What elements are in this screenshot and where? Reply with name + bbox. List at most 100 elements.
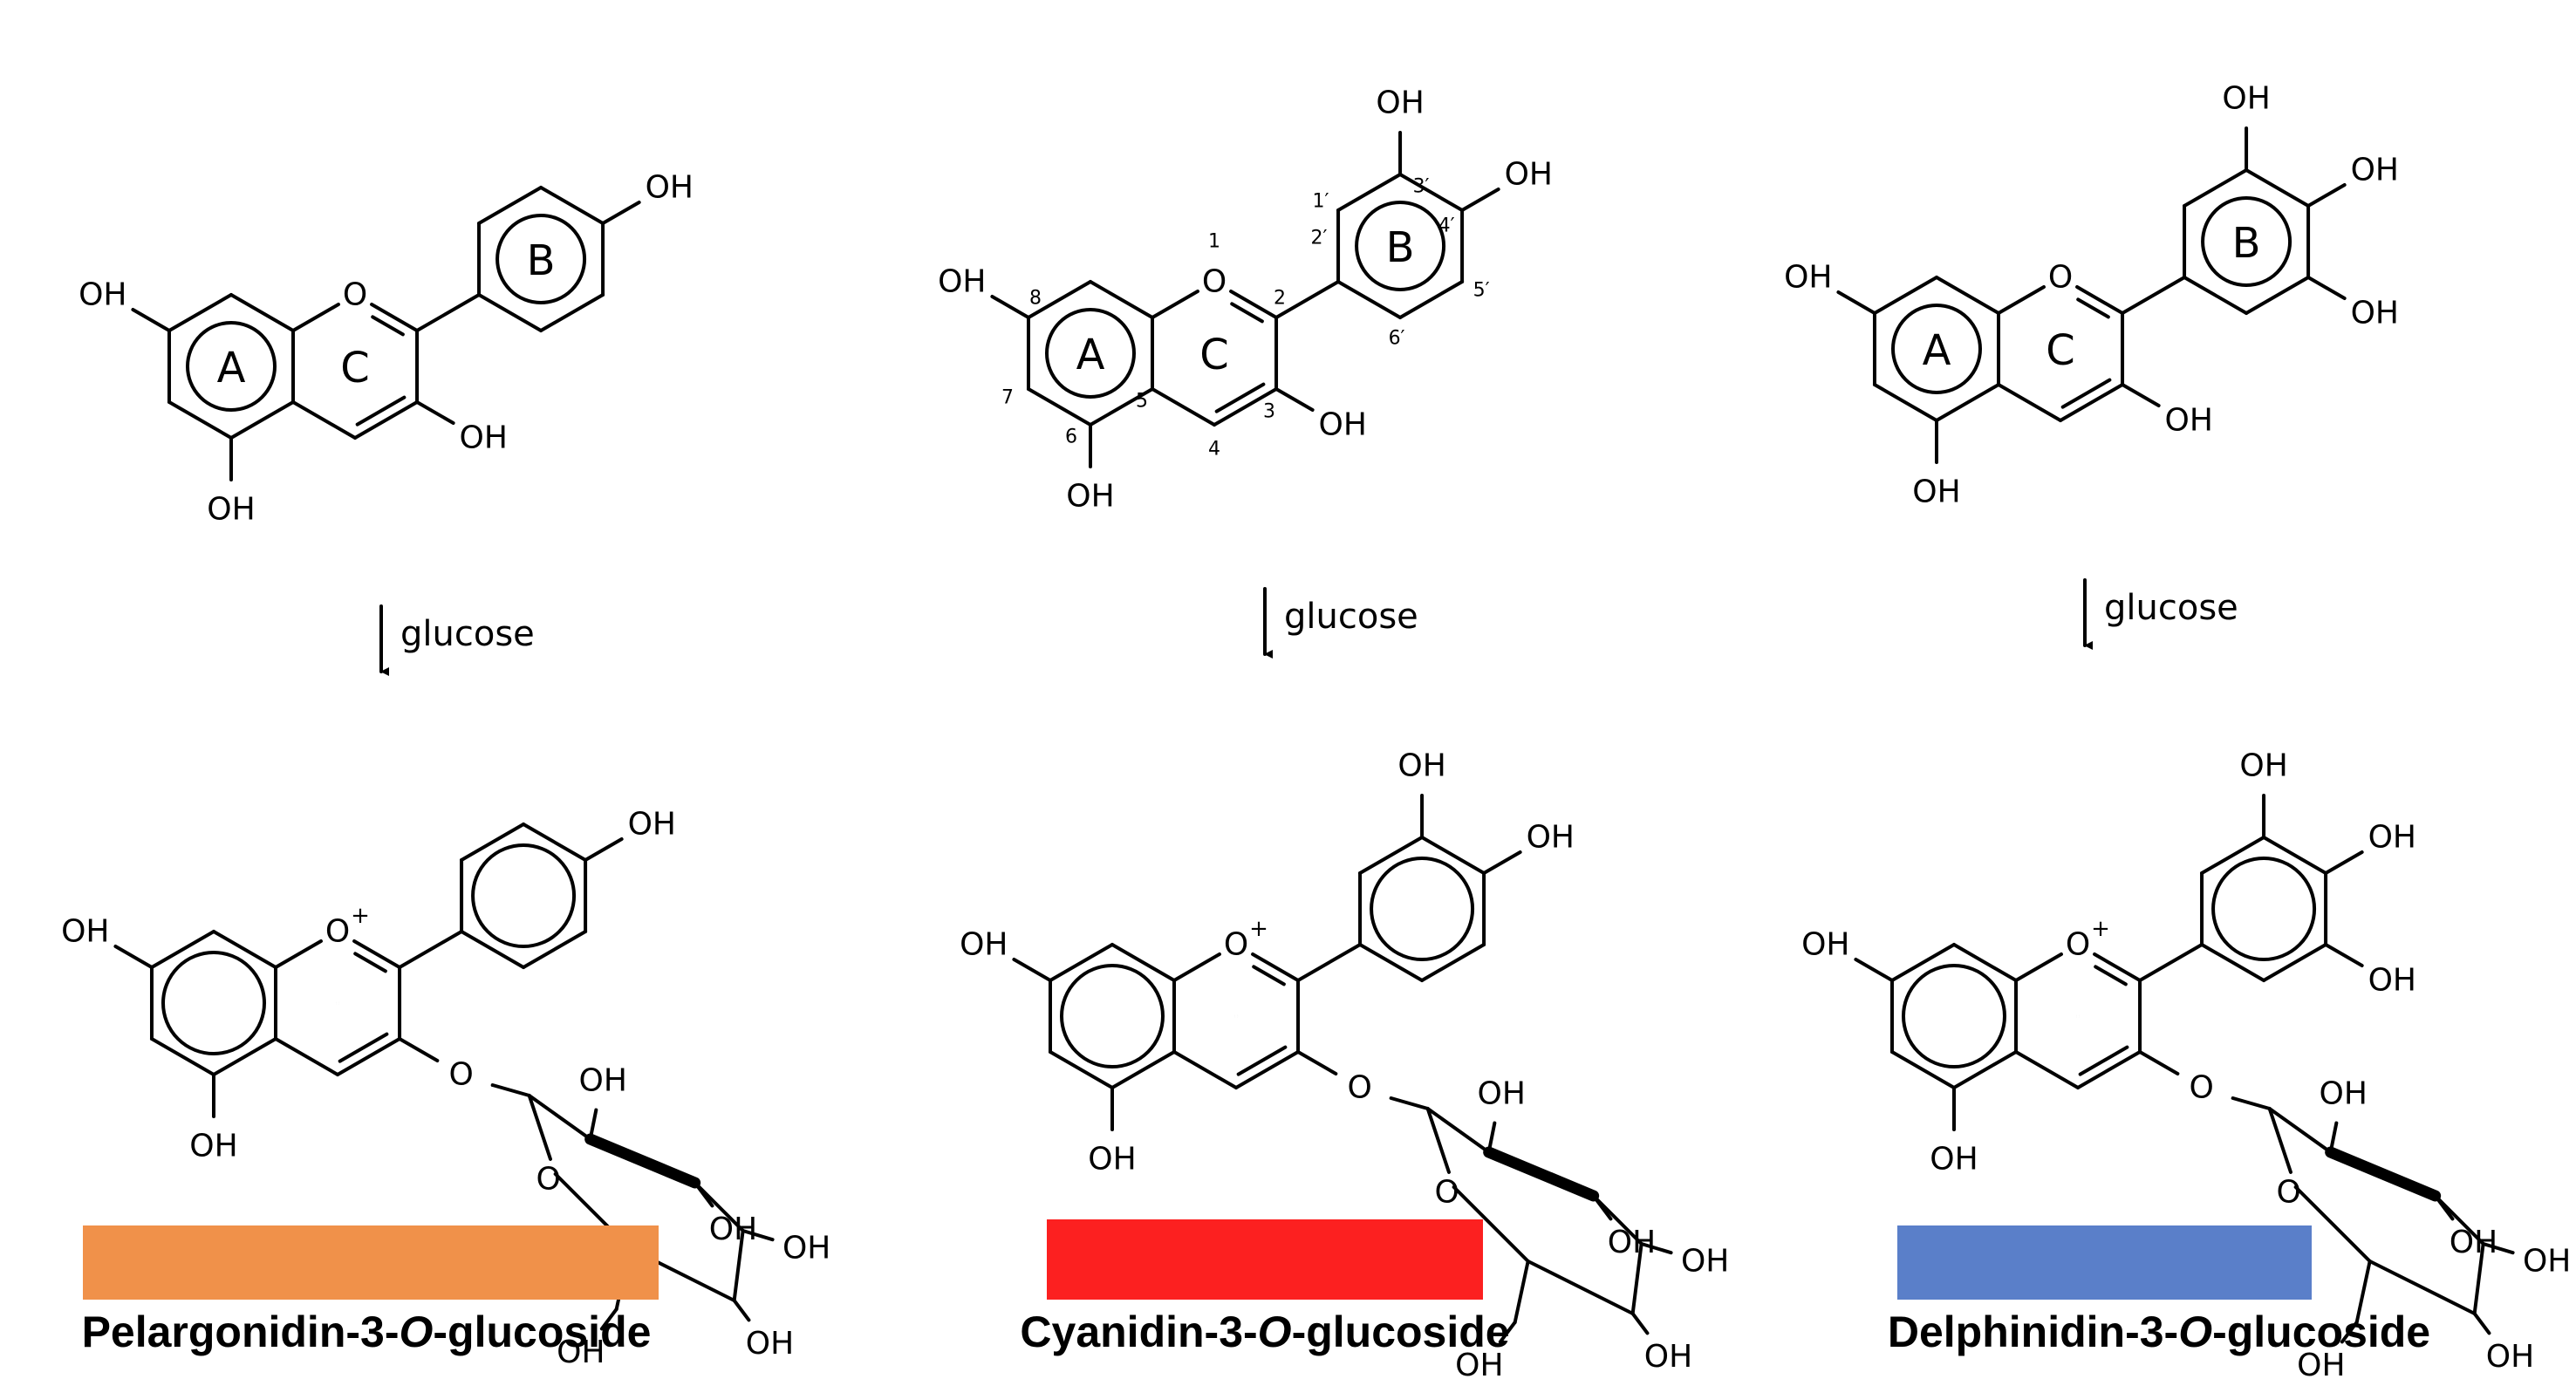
- hydroxyl-4p-bond: [601, 201, 641, 225]
- ring-a-bond: [167, 293, 233, 332]
- ring-b-bond: [539, 293, 605, 332]
- ring-c-bond: [2014, 952, 2063, 982]
- sugar-hydroxyl-3-bond: [2433, 1194, 2455, 1221]
- ring-c-bond: [1151, 290, 1199, 319]
- ring-a-bond: [1952, 943, 2019, 982]
- label-cyanidin-italic: O: [1257, 1307, 1292, 1356]
- sugar-bond: [1526, 1260, 1635, 1315]
- ring-a-bond: [1110, 943, 1177, 982]
- sugar-hydroxyl-2-bond: [2328, 1121, 2339, 1154]
- num-6p: 6′: [1389, 328, 1405, 350]
- ring-c-bond: [2059, 383, 2125, 422]
- ring-b-bond: [1420, 836, 1486, 875]
- num-7: 7: [1001, 387, 1014, 409]
- aromatic-circle-b: [2211, 857, 2317, 961]
- hydroxyl-5: OH: [1088, 1142, 1136, 1178]
- sugar-hydroxyl-3: OH: [1608, 1225, 1656, 1260]
- ring-oxygen: O: [1202, 264, 1227, 300]
- hydroxyl-4p-bond: [2324, 850, 2364, 875]
- ring-c-bond: [2075, 285, 2125, 315]
- hydroxyl-4p: OH: [628, 807, 676, 843]
- ring-c-double-bond: [2078, 1045, 2129, 1076]
- ring-a-bond: [1872, 383, 1938, 422]
- ring-c-double-bond: [355, 395, 407, 427]
- hydroxyl-5: OH: [207, 492, 255, 528]
- hydroxyl-3: OH: [1319, 407, 1367, 443]
- sugar-hydroxyl-4: OH: [782, 1231, 830, 1266]
- hydroxyl-5: OH: [189, 1129, 237, 1164]
- ring-c-bond: [291, 400, 358, 440]
- ring-oxygen: O: [2048, 260, 2073, 296]
- sugar-hydroxyl-4b: OH: [2486, 1339, 2534, 1375]
- num-1p: 1′: [1313, 191, 1329, 213]
- ring-a-circle: [186, 321, 277, 412]
- sugar-hydroxyl-4: OH: [2523, 1244, 2571, 1280]
- label-cyanidin-before: Cyanidin-3-: [1020, 1307, 1258, 1356]
- ring-b-bond: [2245, 168, 2311, 208]
- c2-b-link: [2121, 276, 2187, 315]
- sugar-hydroxyl-3: OH: [2450, 1225, 2497, 1260]
- ring-c-bond: [274, 1037, 340, 1076]
- aromatic-circle-a: [1902, 964, 2006, 1068]
- hydroxyl-7: OH: [61, 914, 109, 950]
- ring-a-bond: [167, 400, 233, 440]
- glycosidic-bond: [398, 1037, 440, 1062]
- ring-b-bond: [477, 186, 543, 225]
- swatch-pelargonidin: [83, 1225, 659, 1300]
- ring-c-double-bond: [1236, 1045, 1288, 1076]
- hydroxyl-3-bond: [2121, 383, 2161, 407]
- sugar-hydroxyl-3-bond: [693, 1181, 714, 1208]
- num-4p: 4′: [1438, 215, 1455, 237]
- ring-a-bond: [1935, 383, 2001, 422]
- sugar-hydroxyl-2: OH: [2320, 1076, 2368, 1112]
- ring-c-label: C: [1199, 331, 1229, 379]
- hydroxyl-4p: OH: [2368, 820, 2416, 856]
- ring-b-bond: [460, 930, 526, 969]
- ring-c-double-bond: [1252, 965, 1286, 986]
- hydroxyl-4p: OH: [1527, 820, 1575, 856]
- hydroxyl-5p-bond: [2324, 943, 2364, 967]
- ring-b-bond: [522, 823, 588, 862]
- label-delphinidin-after: -glucoside: [2212, 1307, 2431, 1356]
- aromatic-circle-a: [161, 951, 266, 1055]
- ring-oxygen: O: [325, 914, 350, 950]
- label-delphinidin: Delphinidin-3-O-glucoside: [1810, 1307, 2508, 1357]
- sugar-c6-bond: [2354, 1260, 2372, 1324]
- c2-b-link: [398, 930, 464, 969]
- swatch-cyanidin: [1047, 1219, 1483, 1300]
- ring-a-bond: [1089, 280, 1155, 319]
- ring-c-bond: [1213, 387, 1279, 427]
- glycosidic-oxygen: O: [448, 1057, 473, 1093]
- ring-c-bond: [1172, 952, 1221, 982]
- glycosidic-oxygen: O: [2189, 1070, 2213, 1106]
- hydroxyl-7: OH: [1801, 927, 1849, 963]
- hydroxyl-5: OH: [1930, 1142, 1978, 1178]
- ring-a-label: A: [1923, 326, 1951, 375]
- num-3p: 3′: [1413, 176, 1430, 198]
- ring-b-bond: [2262, 943, 2328, 982]
- ring-c-double-bond: [2076, 297, 2110, 319]
- sugar-hydroxyl-6-bond: [599, 1307, 618, 1331]
- ring-c-bond: [1234, 1050, 1301, 1089]
- ring-b-bond: [1358, 943, 1425, 982]
- hydroxyl-5p: OH: [2368, 963, 2416, 999]
- ring-b-circle: [2201, 196, 2292, 287]
- ring-b-bond: [2262, 836, 2328, 875]
- num-5p: 5′: [1473, 280, 1490, 302]
- ring-b-circle: [495, 214, 587, 304]
- sugar-hydroxyl-4-bond: [2481, 1242, 2515, 1255]
- sugar-c1-link: [1389, 1096, 1430, 1110]
- ring-b-bond: [1336, 280, 1403, 319]
- aromatic-circle-b: [471, 843, 577, 948]
- sugar-hydroxyl-4b: OH: [746, 1326, 794, 1362]
- num-1: 1: [1208, 231, 1220, 253]
- reaction-arrow-1: glucose: [379, 604, 535, 676]
- aromatic-circle-a: [1060, 964, 1165, 1068]
- sugar-bond: [1452, 1185, 1530, 1263]
- ring-c-bond: [2076, 1050, 2142, 1089]
- ring-a-bond: [212, 1037, 278, 1076]
